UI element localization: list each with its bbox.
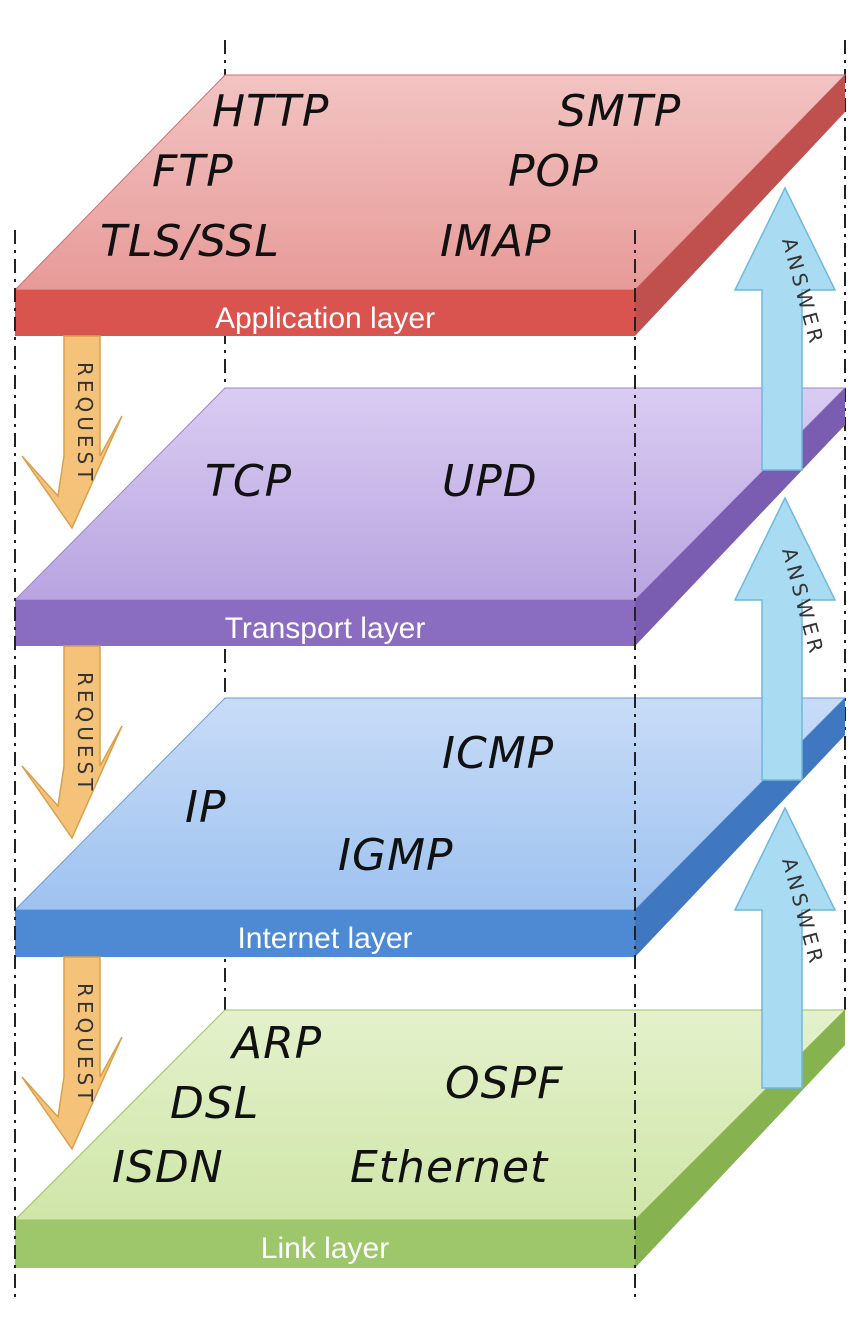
protocol-smtp: SMTP — [558, 86, 681, 137]
link-layer: Link layer ARP DSL OSPF ISDN Ethernet — [13, 1009, 847, 1268]
application-layer-front — [15, 290, 635, 336]
answer-arrows: ANSWER ANSWER ANSWER — [733, 186, 837, 1089]
link-layer-label: Link layer — [261, 1232, 389, 1265]
protocol-upd: UPD — [442, 456, 538, 507]
front-guide-lines — [14, 230, 636, 1300]
protocol-tls-ssl: TLS/SSL — [100, 216, 280, 267]
request-arrow-label: REQUEST — [73, 672, 97, 794]
link-layer-front — [15, 1220, 635, 1268]
request-arrow: REQUEST — [21, 335, 123, 530]
request-arrows: REQUEST REQUEST REQUEST — [21, 335, 123, 1151]
request-arrow: REQUEST — [21, 956, 123, 1151]
protocol-pop: POP — [508, 146, 599, 197]
protocol-http: HTTP — [212, 86, 329, 137]
request-arrow-label: REQUEST — [73, 983, 97, 1105]
internet-layer: Internet layer ICMP IP IGMP — [13, 697, 847, 957]
up-arrow-icon — [733, 806, 837, 1089]
protocol-ftp: FTP — [152, 146, 234, 197]
down-arrow-icon — [21, 645, 123, 840]
protocol-isdn: ISDN — [112, 1142, 224, 1193]
transport-layer-label: Transport layer — [225, 612, 426, 645]
protocol-dsl: DSL — [170, 1078, 259, 1129]
application-layer-side — [635, 75, 845, 336]
request-arrow: REQUEST — [21, 645, 123, 840]
protocol-ospf: OSPF — [445, 1058, 563, 1109]
protocol-imap: IMAP — [440, 216, 552, 267]
protocol-icmp: ICMP — [442, 728, 554, 779]
up-arrow-icon — [733, 186, 837, 471]
request-arrow-label: REQUEST — [73, 362, 97, 484]
transport-layer-top — [13, 387, 847, 601]
application-layer: Application layer HTTP SMTP FTP POP TLS/… — [13, 74, 847, 336]
protocol-ethernet: Ethernet — [350, 1142, 549, 1193]
down-arrow-icon — [21, 956, 123, 1151]
protocol-tcp: TCP — [205, 456, 292, 507]
protocol-igmp: IGMP — [338, 830, 454, 881]
down-arrow-icon — [21, 335, 123, 530]
transport-layer: Transport layer TCP UPD — [13, 387, 847, 646]
application-layer-label: Application layer — [215, 302, 435, 335]
internet-layer-front — [15, 910, 635, 957]
up-arrow-icon — [733, 496, 837, 781]
answer-arrow: ANSWER — [733, 496, 837, 781]
protocol-ip: IP — [185, 782, 227, 833]
internet-layer-label: Internet layer — [237, 922, 412, 955]
transport-layer-front — [15, 600, 635, 646]
protocol-arp: ARP — [229, 1018, 322, 1069]
